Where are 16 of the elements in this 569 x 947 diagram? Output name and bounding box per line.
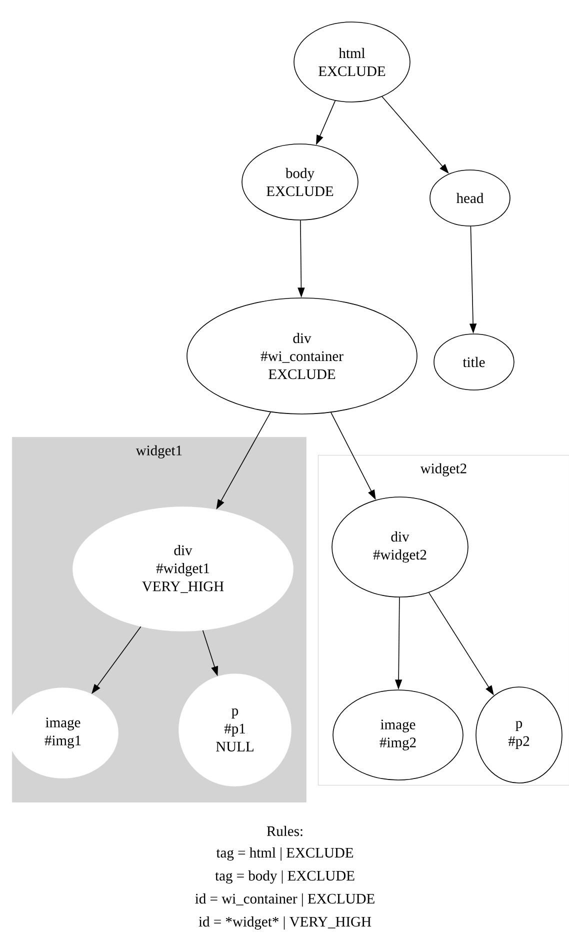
rule-text: id = wi_container | EXCLUDE bbox=[195, 893, 374, 907]
ellipse-node: body EXCLUDE bbox=[242, 144, 358, 220]
rule-text: id = *widget* | VERY_HIGH bbox=[198, 916, 372, 930]
ellipse-node: image #img2 bbox=[332, 690, 464, 780]
ellipse-node: div #widget1 VERY_HIGH bbox=[72, 506, 294, 632]
ellipse-node: image #img1 bbox=[8, 688, 118, 778]
ellipse-node: p #p1 NULL bbox=[178, 674, 292, 786]
ellipse-node: p #p2 bbox=[476, 686, 562, 784]
ellipse-node: div #wi_container EXCLUDE bbox=[186, 298, 418, 414]
rule-text: tag = html | EXCLUDE bbox=[216, 847, 354, 861]
ellipse-node: html EXCLUDE bbox=[294, 22, 410, 102]
rules-heading: Rules: bbox=[266, 826, 302, 836]
rule-text: tag = body | EXCLUDE bbox=[215, 870, 354, 884]
ellipse-node: title bbox=[434, 334, 514, 390]
ellipse-node: div #widget2 bbox=[332, 496, 468, 598]
ellipse-node: head bbox=[430, 170, 510, 226]
